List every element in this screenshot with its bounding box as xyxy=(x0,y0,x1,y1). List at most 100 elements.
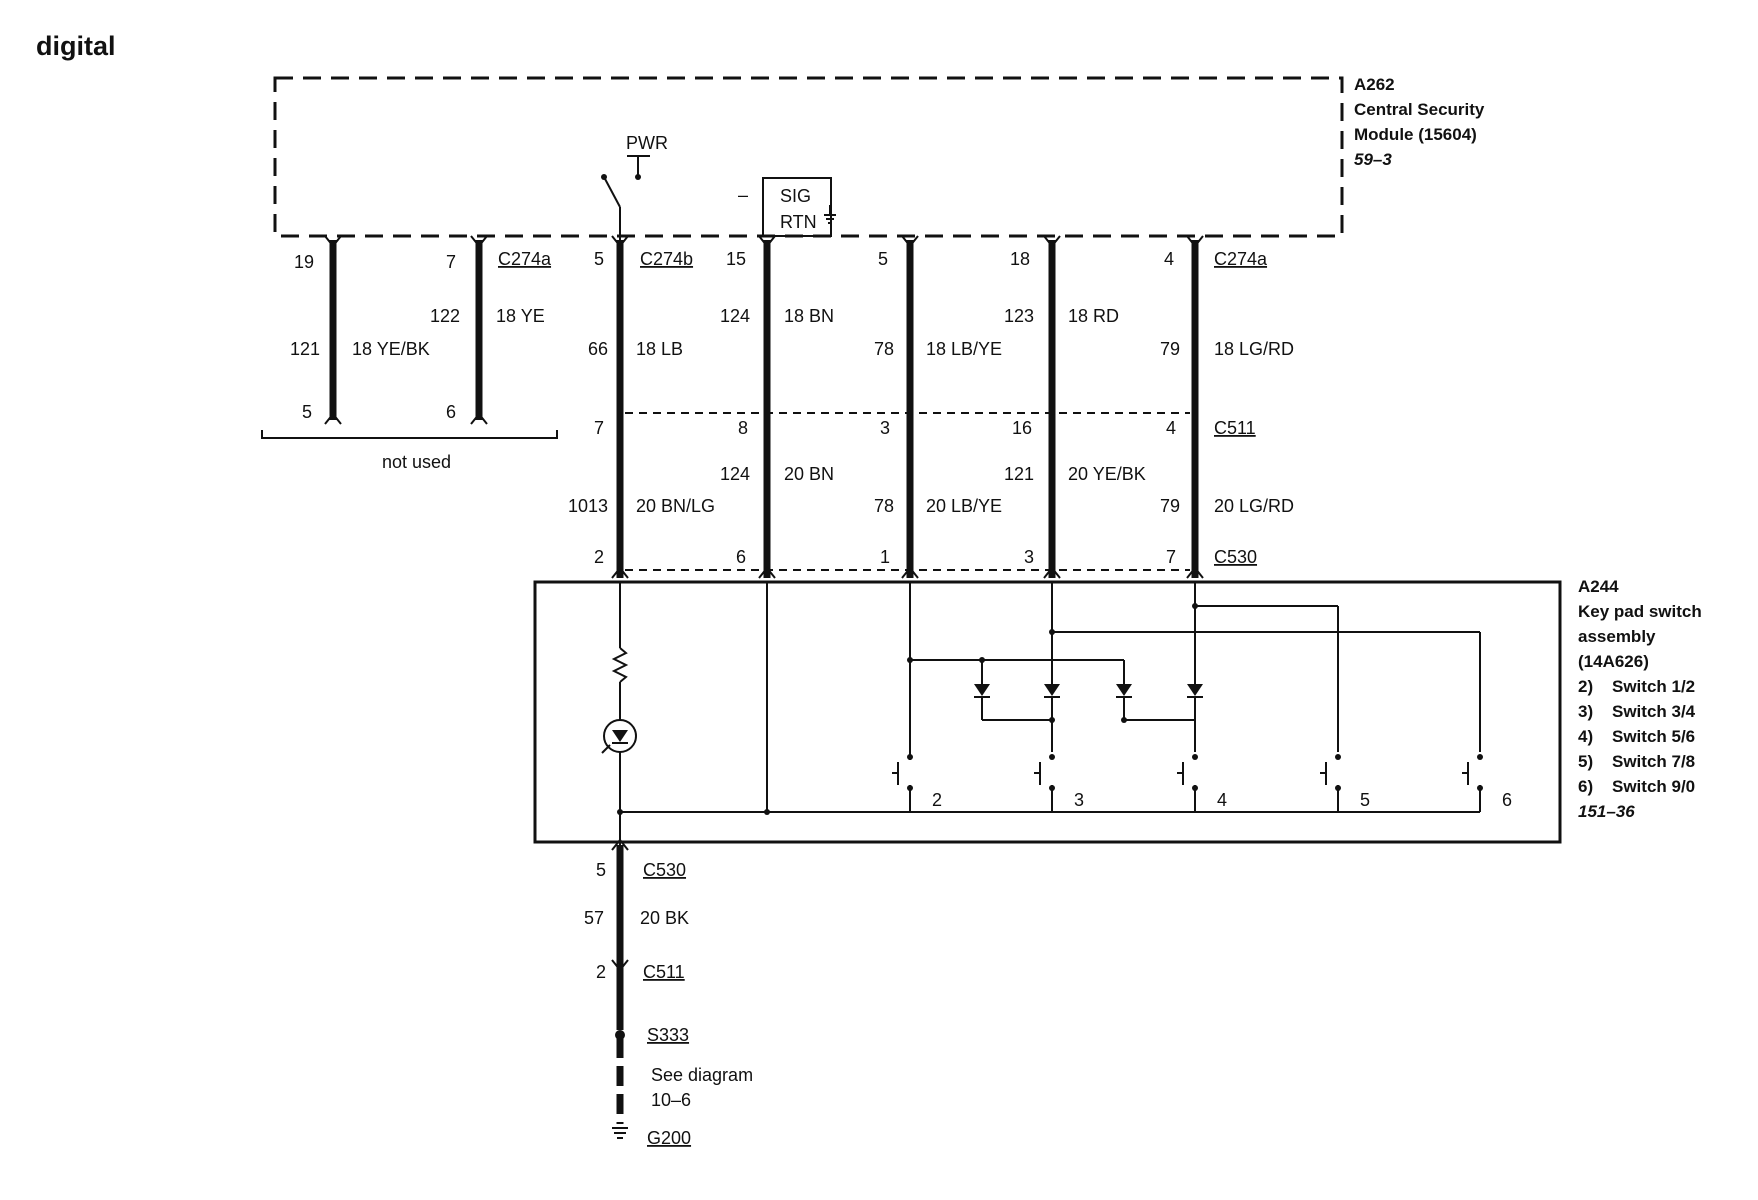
switch-list-num-3: 3) xyxy=(1578,702,1593,721)
pwr-label: PWR xyxy=(626,133,668,153)
c274b-label: C274b xyxy=(640,249,693,269)
upper-1-pin: 5 xyxy=(594,249,604,269)
switch-num-5: 5 xyxy=(1360,790,1370,810)
upper-1-circuit: 66 xyxy=(588,339,608,359)
ground-icon xyxy=(824,205,836,224)
upper-5-circuit: 79 xyxy=(1160,339,1180,359)
c511-bottom-label: C511 xyxy=(643,962,685,982)
ground-color: 20 BK xyxy=(640,908,689,928)
unused-2-color: 18 YE xyxy=(496,306,545,326)
module-a262-ref: 59–3 xyxy=(1354,150,1392,169)
sig-label: SIG xyxy=(780,186,811,206)
s333-label: S333 xyxy=(647,1025,689,1045)
switch-list-label-6: Switch 9/0 xyxy=(1612,777,1695,796)
diagram-title: digital xyxy=(36,31,116,61)
ground-pin-c530: 5 xyxy=(596,860,606,880)
c274a-left-label: C274a xyxy=(498,249,552,269)
unused-wire-2 xyxy=(470,235,488,425)
switch-num-6: 6 xyxy=(1502,790,1512,810)
mid-2-pin-top: 8 xyxy=(738,418,748,438)
upper-4-circuit: 123 xyxy=(1004,306,1034,326)
upper-2-circuit: 124 xyxy=(720,306,750,326)
switch-num-2: 2 xyxy=(932,790,942,810)
upper-5-pin: 4 xyxy=(1164,249,1174,269)
switch-list-num-6: 6) xyxy=(1578,777,1593,796)
rtn-label: RTN xyxy=(780,212,817,232)
unused-2-circuit: 122 xyxy=(430,306,460,326)
splice-s333-dot xyxy=(615,1030,625,1040)
unused-2-pin-bottom: 6 xyxy=(446,402,456,422)
module-a262-name-2: Module (15604) xyxy=(1354,125,1477,144)
mid-2-color: 20 BN xyxy=(784,464,834,484)
upper-4-pin: 18 xyxy=(1010,249,1030,269)
switch-contacts xyxy=(892,752,1483,812)
mid-3-color: 20 LB/YE xyxy=(926,496,1002,516)
unused-1-pin-top: 19 xyxy=(294,252,314,272)
assembly-a244-name-3: (14A626) xyxy=(1578,652,1649,671)
ground-pin-c511: 2 xyxy=(596,962,606,982)
assembly-a244-outline xyxy=(533,580,1562,844)
mid-2-circuit: 124 xyxy=(720,464,750,484)
unused-1-circuit: 121 xyxy=(290,339,320,359)
upper-3-color: 18 LB/YE xyxy=(926,339,1002,359)
switch-list-label-3: Switch 3/4 xyxy=(1612,702,1696,721)
mid-5-circuit: 79 xyxy=(1160,496,1180,516)
assembly-a244-id: A244 xyxy=(1578,577,1619,596)
ground-g200-icon xyxy=(612,1127,628,1139)
upper-3-circuit: 78 xyxy=(874,339,894,359)
switch-num-4: 4 xyxy=(1217,790,1227,810)
c530-bottom-label: C530 xyxy=(643,860,686,880)
mid-5-color: 20 LG/RD xyxy=(1214,496,1294,516)
mid-3-pin-bottom: 1 xyxy=(880,547,890,567)
switch-list-num-2: 2) xyxy=(1578,677,1593,696)
mid-4-pin-top: 16 xyxy=(1012,418,1032,438)
g200-label: G200 xyxy=(647,1128,691,1148)
mid-1-circuit: 1013 xyxy=(568,496,608,516)
switch-list-label-4: Switch 5/6 xyxy=(1612,727,1695,746)
unused-wire-1 xyxy=(324,235,342,425)
see-diagram-line1: See diagram xyxy=(651,1065,753,1085)
mid-4-pin-bottom: 3 xyxy=(1024,547,1034,567)
c530-top-label: C530 xyxy=(1214,547,1257,567)
upper-5-color: 18 LG/RD xyxy=(1214,339,1294,359)
minus-sign: – xyxy=(738,185,748,205)
assembly-a244-ref: 151–36 xyxy=(1578,802,1635,821)
switch-list-label-2: Switch 1/2 xyxy=(1612,677,1695,696)
unused-2-pin-top: 7 xyxy=(446,252,456,272)
mid-4-circuit: 121 xyxy=(1004,464,1034,484)
switch-num-3: 3 xyxy=(1074,790,1084,810)
c274a-right-label: C274a xyxy=(1214,249,1268,269)
upper-4-color: 18 RD xyxy=(1068,306,1119,326)
module-a262-id: A262 xyxy=(1354,75,1395,94)
mid-2-pin-bottom: 6 xyxy=(736,547,746,567)
mid-1-color: 20 BN/LG xyxy=(636,496,715,516)
mid-5-pin-bottom: 7 xyxy=(1166,547,1176,567)
unused-1-color: 18 YE/BK xyxy=(352,339,430,359)
mid-3-circuit: 78 xyxy=(874,496,894,516)
ground-circuit: 57 xyxy=(584,908,604,928)
assembly-a244-name-2: assembly xyxy=(1578,627,1656,646)
mid-4-color: 20 YE/BK xyxy=(1068,464,1146,484)
switch-list-num-4: 4) xyxy=(1578,727,1593,746)
upper-2-color: 18 BN xyxy=(784,306,834,326)
mid-1-pin-top: 7 xyxy=(594,418,604,438)
not-used-brace xyxy=(261,430,558,439)
switch-list-num-5: 5) xyxy=(1578,752,1593,771)
see-diagram-line2: 10–6 xyxy=(651,1090,691,1110)
internal-circuit xyxy=(601,582,1483,845)
upper-1-color: 18 LB xyxy=(636,339,683,359)
assembly-a244-name-1: Key pad switch xyxy=(1578,602,1702,621)
mid-1-pin-bottom: 2 xyxy=(594,547,604,567)
c511-top-label: C511 xyxy=(1214,418,1256,438)
unused-1-pin-bottom: 5 xyxy=(302,402,312,422)
connector-ticks xyxy=(611,235,1204,972)
module-a262-name-1: Central Security xyxy=(1354,100,1485,119)
switch-list-label-5: Switch 7/8 xyxy=(1612,752,1695,771)
module-a262-outline xyxy=(273,76,1344,238)
upper-3-pin: 5 xyxy=(878,249,888,269)
not-used-label: not used xyxy=(382,452,451,472)
pwr-contact xyxy=(635,174,641,180)
switch-blade xyxy=(603,176,621,208)
mid-3-pin-top: 3 xyxy=(880,418,890,438)
